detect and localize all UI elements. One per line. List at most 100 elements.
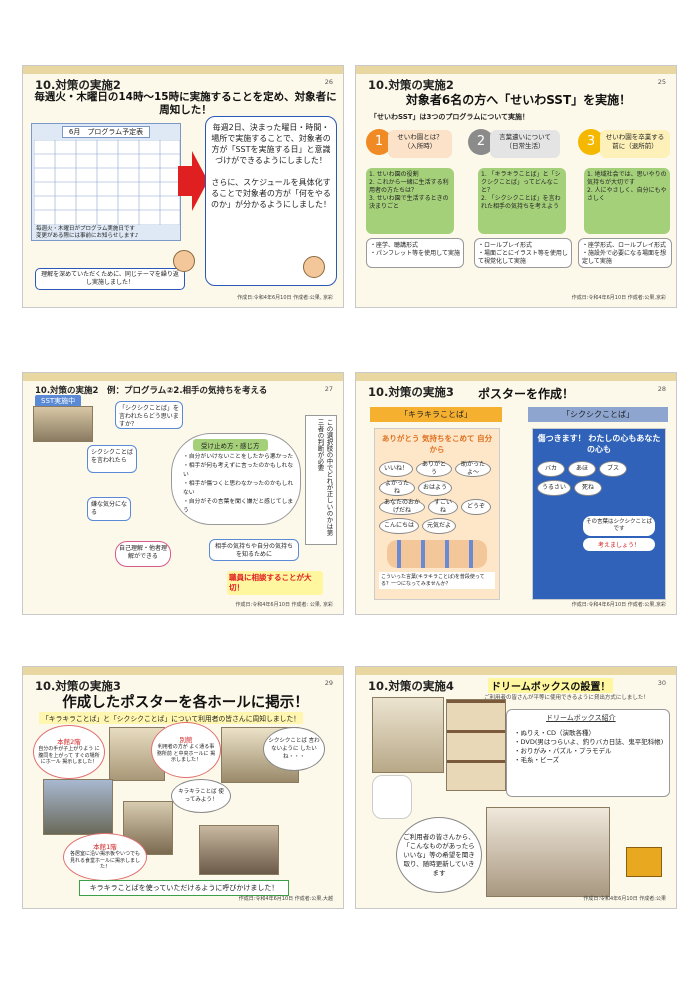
poster-1-footer: こういった言葉(キラキラことば)を普段使ってる？一つになってみませんか？ (379, 572, 495, 589)
slide-headline: 対象者6名の方へ「せいわSST」を実施！ (405, 93, 632, 107)
word-bubble: 元気だよ (422, 518, 456, 534)
page-number: 27 (324, 385, 333, 393)
word-bubble: うるさい (537, 480, 571, 496)
note-box: 理解を深めていただくために、同じテーマを繰り返し実施しました！ (35, 268, 185, 290)
slide-headline: 作成したポスターを各ホールに掲示！ (62, 695, 309, 711)
speech-bubble: キラキラことば 使ってみよう！ (171, 779, 231, 813)
red-arrow-icon (178, 151, 208, 211)
slide-28: 10.対策の実施3 28 ポスターを作成！ 「キラキラことば」 「シクシクことば… (355, 372, 677, 615)
program-method: ・座学形式、ロールプレイ形式 ・施設外で必要になる場面を想定して実施 (578, 238, 672, 268)
slide-footer: 作成日:令和4年6月10日 作成者:公果,京彩 (571, 295, 666, 301)
slide-footer: 作成日:令和4年6月10日 作成者:公果 (583, 896, 666, 902)
page-number: 25 (657, 78, 666, 86)
program-label: せいわ園とは？ （入所時） (388, 130, 452, 158)
word-bubble: ありがとう (416, 461, 452, 477)
program-number-badge: 2 (468, 129, 494, 155)
poster-kirakira: ありがとう 気持ちをこめて 自分から いいね！ ありがとう 助かったよ〜 よかっ… (374, 428, 500, 600)
page-number: 26 (324, 78, 333, 86)
slide-27: 10.対策の実施2 例：プログラム②2.相手の気持ちを考える 27 SST実施中… (22, 372, 344, 615)
bubble-text: 自分の手が子上がりよう に腹同を上がって すぐの場所にホール 掲示しました！ (38, 746, 100, 766)
speech-bubble-bekkan: 別館 利用者の方が よく通る事務所前 と中央ホールに 掲示しました！ (151, 722, 221, 778)
left-step-2: 嫌な気分になる (87, 497, 131, 521)
thought-list: ・自分がいけないことをしたから悪かった ・相手が何も考えずに言ったのかもしれない… (183, 454, 294, 514)
person-icon (173, 250, 195, 272)
lending-photo (486, 807, 610, 897)
sst-tag: SST実施中 (35, 395, 82, 407)
slide-title: 10.対策の実施4 (368, 679, 454, 693)
slide-title: 10.対策の実施2 (35, 78, 121, 92)
slide-footer: 作成日:令和4年6月10日 作成者: 公果, 京彩 (235, 602, 333, 608)
slide-26: 10.対策の実施2 26 毎週火・木曜日の14時～15時に実施することを定め、対… (22, 65, 344, 308)
slide-title: 10.対策の実施3 (368, 385, 454, 399)
poster-1-heading: ありがとう 気持ちをこめて 自分から (381, 434, 493, 454)
slide-25: 10.対策の実施2 25 対象者6名の方へ「せいわSST」を実施！ 「せいわSS… (355, 65, 677, 308)
question-box: 「シクシクことば」を言われたらどう思いますか？ (115, 401, 183, 429)
word-bubble: あなたのおかげだね (379, 499, 425, 515)
intro-items: ・ぬりえ・CD（演歌各種） ・DVD(男はつらいよ、釣りバカ日誌、鬼平犯科帳) … (514, 729, 664, 764)
poster-2-label: 「シクシクことば」 (528, 407, 668, 422)
slide-footer: 作成日:令和4年6月10日 作成者:公果,大越 (238, 896, 333, 902)
page-number: 30 (657, 679, 666, 687)
word-bubble: よかったね (379, 480, 415, 496)
poster-2-warning: その言葉はシクシクことばです (583, 516, 655, 536)
poster-2-words: バカ あほ ブス うるさい 死ね (533, 459, 665, 498)
gift-box-icon (626, 847, 662, 877)
word-bubble: いいね！ (379, 461, 413, 477)
left-step-3: 自己理解・他者理解ができる (115, 541, 171, 567)
callout-text: 毎週2日、決まった曜日・時間・場所で実施することで、対象者の方が「SSTを実施す… (211, 123, 331, 209)
slide-subheading: 「キラキラことば」と「シクシクことば」について利用者の皆さんに周知しました！ (39, 712, 304, 724)
program-number-badge: 3 (578, 129, 604, 155)
bottom-question: 相手の気持ちや自分の気持ちを知るために (209, 539, 299, 561)
speech-bubble: シクシクことば 言わないように したいね・・・ (263, 727, 325, 771)
sst-session-photo (33, 406, 93, 442)
bubble-title: 本館1階 (93, 843, 117, 852)
program-label: 言葉遣いについて （日常生活） (490, 130, 560, 158)
program-method: ・ロールプレイ形式 ・場面ごとにイラスト等を使用して視覚化して実施 (474, 238, 572, 268)
poster-shikushiku: 傷つきます！ わたしの心もあなたの心も バカ あほ ブス うるさい 死ね その言… (532, 428, 666, 600)
slide-title: 10.対策の実施2 例：プログラム②2.相手の気持ちを考える (35, 386, 268, 396)
accept-label: 受け止め方・感じ方 (193, 439, 268, 451)
poster-2-call: 考えましょう！ (583, 538, 655, 551)
bubble-title: 別館 (179, 736, 193, 745)
hall-photo (199, 825, 279, 875)
slide-footer: 作成日:令和4年6月10日 作成者:公果,京彩 (571, 602, 666, 608)
slide-headline: ドリームボックスの設置！ (488, 678, 614, 693)
poster-1-words: いいね！ ありがとう 助かったよ〜 よかったね おはよう あなたのおかげだね す… (375, 459, 499, 536)
slide-subheading: 「せいわSST」は3つのプログラムについて実施！ (370, 113, 529, 121)
slide-subheading: ご利用者の皆さんが平等に使用できるように貸出方式にしました！ (484, 695, 649, 701)
program-number-badge: 1 (366, 129, 392, 155)
slide-top-bar (356, 66, 676, 74)
program-items: 1. せいわ園の役割 2. これから一緒に生活する利用者の方たちは？ 3. せい… (366, 168, 454, 234)
program-label: せいわ園を卒業する前に（退所前） (600, 130, 670, 158)
slide-top-bar (23, 373, 343, 381)
word-bubble: 死ね (574, 480, 602, 496)
word-bubble: バカ (537, 461, 565, 477)
slide-title: 10.対策の実施2 (368, 78, 454, 92)
speech-bubble-honkan-1f: 本館1階 各居室に沿い掲示板やいつでも見れる食堂ホールに掲示しました！ (63, 833, 147, 881)
request-cloud: ご利用者の皆さんから、「こんなものがあったらいいな」等の希望を聞き取り、随時更新… (396, 817, 482, 893)
hall-photo (43, 779, 113, 835)
slide-headline: ポスターを作成！ (478, 387, 575, 401)
program-method: ・座学、聴講形式 ・パンフレット等を使用して実施 (366, 238, 464, 268)
slide-title: 10.対策の実施3 (35, 679, 121, 693)
people-illustration (387, 540, 487, 568)
poster-1-label: 「キラキラことば」 (370, 407, 502, 422)
slide-30: 10.対策の実施4 30 ドリームボックスの設置！ ご利用者の皆さんが平等に使用… (355, 666, 677, 909)
bubble-text: 利用者の方が よく通る事務所前 と中央ホールに 掲示しました！ (156, 744, 216, 764)
page-number: 29 (324, 679, 333, 687)
word-bubble: どうぞ (461, 499, 491, 515)
left-step-1: シクシクことばを言われたら (87, 445, 137, 473)
word-bubble: すごいね (428, 499, 458, 515)
intro-title: ドリームボックス紹介 (546, 714, 616, 722)
bubble-title: 本館2階 (57, 738, 81, 747)
program-items: 1. 地域社会では、思いやりの気持ちが大切です 2. 人にやさしく、自分にもやさ… (584, 168, 670, 234)
bottom-answer: 職員に相談することが大切！ (227, 571, 323, 595)
speech-bubble-honkan-2f: 本館2階 自分の手が子上がりよう に腹同を上がって すぐの場所にホール 掲示しま… (33, 725, 105, 779)
word-bubble: おはよう (418, 480, 452, 496)
calendar-caption: 毎週火・木曜日がプログラム実施日です 変更がある際には事前にお知らせします♪ (36, 226, 139, 239)
word-bubble: ブス (599, 461, 627, 477)
slide-29: 10.対策の実施3 29 作成したポスターを各ホールに掲示！ 「キラキラことば」… (22, 666, 344, 909)
slide-top-bar (356, 667, 676, 675)
person-icon (303, 256, 325, 278)
word-bubble: 助かったよ〜 (455, 461, 491, 477)
